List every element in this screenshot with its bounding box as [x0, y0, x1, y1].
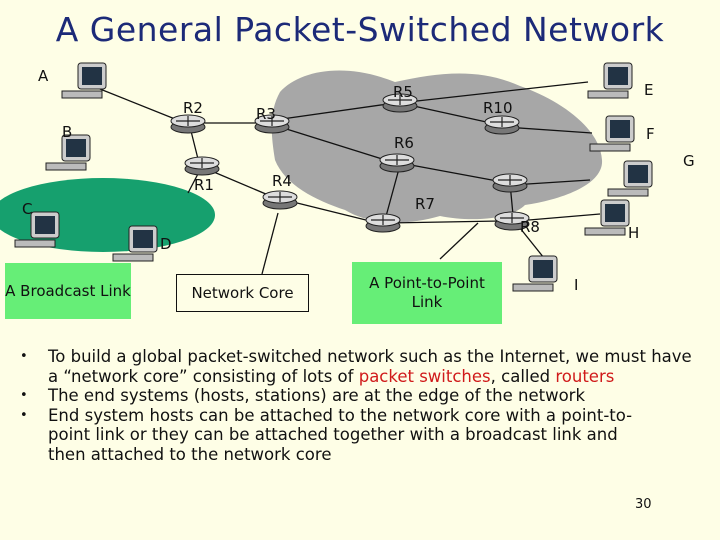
router-label-R7: R7 — [415, 195, 435, 213]
bullet-marker: • — [20, 388, 28, 404]
router-label-R1: R1 — [194, 176, 214, 194]
router-label-R8: R8 — [520, 218, 540, 236]
router-label-R2: R2 — [183, 99, 203, 117]
host-label-D: D — [160, 235, 172, 253]
network-core-cloud — [271, 70, 603, 223]
host-label-G: G — [683, 152, 695, 170]
bullet-1: • To build a global packet-switched netw… — [18, 347, 698, 386]
bullet-list: • To build a global packet-switched netw… — [18, 347, 698, 465]
router-R8[interactable] — [494, 211, 530, 231]
slide-title: A General Packet-Switched Network — [55, 10, 665, 49]
host-label-F: F — [646, 125, 655, 143]
router-R7[interactable] — [365, 213, 401, 233]
bullet-3: • End system hosts can be attached to th… — [18, 406, 698, 465]
host-E-computer-icon[interactable] — [587, 62, 633, 99]
router-label-R10: R10 — [483, 99, 513, 117]
page-number: 30 — [635, 497, 652, 512]
router-label-R3: R3 — [256, 105, 276, 123]
host-label-B: B — [62, 123, 72, 141]
bullet-1-em1: packet switches — [358, 366, 491, 386]
router-R2[interactable] — [170, 114, 206, 134]
network-diagram: R2 R3 R5 R10 R6 R1 R4 R7 R8 A B C D E F … — [0, 62, 695, 294]
router-label-R6: R6 — [394, 134, 414, 152]
host-label-C: C — [22, 200, 32, 218]
broadcast-link-callout: A Broadcast Link — [5, 263, 131, 319]
bullet-1-em2: routers — [555, 366, 615, 386]
bullet-1-text: To build a global packet-switched networ… — [48, 347, 698, 386]
host-A-computer-icon[interactable] — [61, 62, 107, 99]
host-I-computer-icon[interactable] — [512, 255, 558, 292]
point-to-point-link-callout: A Point-to-Point Link — [352, 262, 502, 324]
bullet-2: • The end systems (hosts, stations) are … — [18, 386, 698, 406]
bullet-1-pre: To build a global packet-switched networ… — [48, 347, 692, 386]
bullet-1-mid: , called — [490, 366, 556, 386]
host-label-H: H — [628, 224, 639, 242]
router-label-R4: R4 — [272, 172, 292, 190]
host-F-computer-icon[interactable] — [589, 115, 635, 152]
bullet-marker: • — [20, 407, 28, 423]
network-core-callout: Network Core — [176, 274, 309, 312]
router-R6[interactable] — [379, 153, 415, 173]
router-R5[interactable] — [382, 93, 418, 113]
router-R10[interactable] — [484, 115, 520, 135]
host-C-computer-icon[interactable] — [14, 211, 60, 248]
router-R4[interactable] — [262, 190, 298, 210]
router-R6b[interactable] — [492, 173, 528, 193]
host-label-E: E — [644, 81, 653, 99]
bullet-2-text: The end systems (hosts, stations) are at… — [48, 386, 586, 406]
router-R1[interactable] — [184, 156, 220, 176]
host-label-I: I — [574, 276, 578, 294]
host-label-A: A — [38, 67, 49, 85]
router-label-R5: R5 — [393, 83, 413, 101]
host-D-computer-icon[interactable] — [112, 225, 158, 262]
bullet-marker: • — [20, 349, 28, 364]
host-H-computer-icon[interactable] — [584, 199, 630, 236]
host-G-computer-icon[interactable] — [607, 160, 653, 197]
router-R3[interactable] — [254, 114, 290, 134]
host-B-computer-icon[interactable] — [45, 134, 91, 171]
bullet-3-text: End system hosts can be attached to the … — [48, 405, 633, 464]
